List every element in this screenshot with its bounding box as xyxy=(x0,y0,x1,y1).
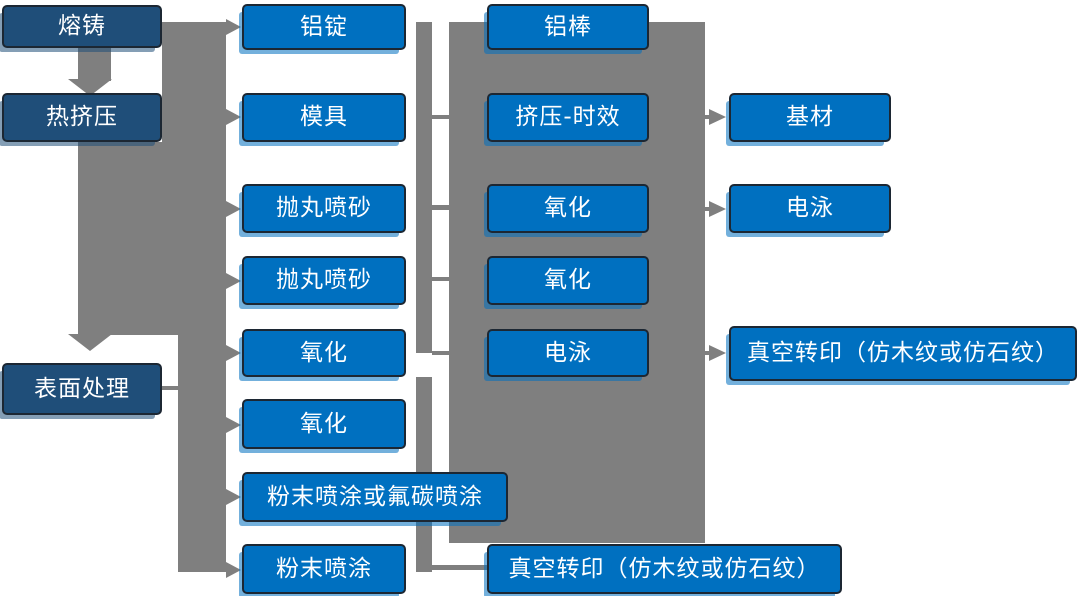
down-arrow-icon xyxy=(68,334,112,351)
node-melting-casting: 熔铸 xyxy=(2,5,162,48)
connector-mid-bar-upper xyxy=(416,22,432,353)
right-arrow-icon xyxy=(226,19,241,35)
node-vacuum-transfer-bottom: 真空转印（仿木纹或仿石纹） xyxy=(487,544,842,594)
right-arrow-icon xyxy=(709,109,726,125)
right-arrow-icon xyxy=(226,201,241,217)
node-hot-extrusion: 热挤压 xyxy=(2,93,162,142)
node-oxidation-1: 氧化 xyxy=(242,329,406,377)
node-surface-treatment: 表面处理 xyxy=(2,363,162,415)
right-arrow-icon xyxy=(226,417,241,433)
connector-left-mass xyxy=(78,142,178,335)
node-electrophoresis-2: 电泳 xyxy=(729,184,891,233)
node-electrophoresis-1: 电泳 xyxy=(487,329,649,377)
connector-link-bottom xyxy=(432,565,488,570)
connector-down-bar xyxy=(78,48,111,81)
node-vacuum-transfer-right: 真空转印（仿木纹或仿石纹） xyxy=(729,326,1077,381)
node-mold: 模具 xyxy=(242,93,406,142)
connector-link-row5 xyxy=(432,351,449,355)
right-arrow-icon xyxy=(709,345,726,361)
node-extrusion-aging: 挤压-时效 xyxy=(487,93,649,142)
right-arrow-icon xyxy=(709,201,726,217)
right-arrow-icon xyxy=(226,489,241,505)
connector-shaft-row5 xyxy=(703,351,711,355)
connector-link-row4 xyxy=(432,277,449,281)
connector-link-row3 xyxy=(432,205,449,210)
right-arrow-icon xyxy=(226,345,241,361)
node-powder-spray: 粉末喷涂 xyxy=(242,544,406,594)
node-oxidation-4: 氧化 xyxy=(487,256,649,305)
right-arrow-icon xyxy=(226,109,241,125)
connector-shaft-row2 xyxy=(703,115,711,119)
connector-surface-link xyxy=(162,386,180,390)
node-shot-blasting-2: 抛丸喷砂 xyxy=(242,256,406,305)
node-aluminum-ingot: 铝锭 xyxy=(242,4,406,50)
connector-shaft-row3 xyxy=(703,207,711,211)
node-oxidation-2: 氧化 xyxy=(242,399,406,449)
right-arrow-icon xyxy=(226,273,241,289)
node-shot-blasting-1: 抛丸喷砂 xyxy=(242,184,406,233)
right-arrow-icon xyxy=(226,562,241,578)
connector-trunk-bar xyxy=(178,142,226,572)
down-arrow-icon xyxy=(68,79,112,96)
connector-link-row2 xyxy=(432,115,449,119)
node-aluminum-rod: 铝棒 xyxy=(487,4,649,50)
node-powder-or-fluorocarbon-spray: 粉末喷涂或氟碳喷涂 xyxy=(242,472,508,522)
node-base-material: 基材 xyxy=(729,93,891,142)
node-oxidation-3: 氧化 xyxy=(487,184,649,233)
connector-elbow-top xyxy=(162,22,226,142)
